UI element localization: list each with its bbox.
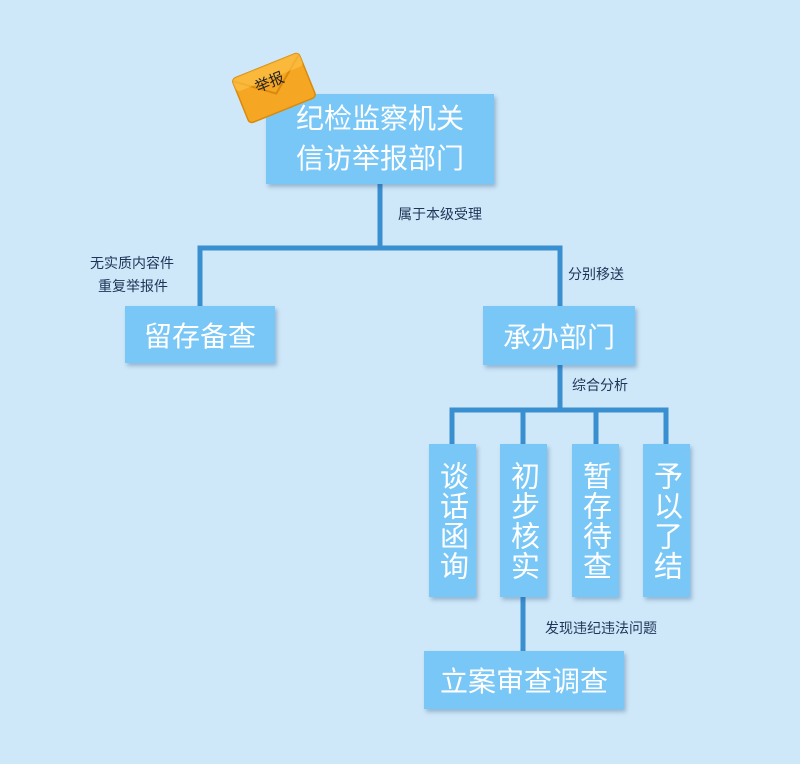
hold-node: 暂存待查 xyxy=(572,444,619,597)
envelope-icon: 举报 xyxy=(232,52,316,124)
verify-node: 初步核实 xyxy=(500,444,547,597)
root-node-line1: 纪检监察机关 xyxy=(295,102,464,135)
handling-node: 承办部门 xyxy=(483,306,635,365)
root-node-line2: 信访举报部门 xyxy=(295,142,464,175)
talk-node: 谈话函询 xyxy=(429,444,476,597)
close-node: 予以了结 xyxy=(643,444,690,597)
edge-label-no-content-line1: 无实质内容件 xyxy=(90,256,174,272)
archive-node: 留存备查 xyxy=(125,306,275,363)
case-node: 立案审查调查 xyxy=(424,651,624,709)
edge-label-analysis: 综合分析 xyxy=(572,378,628,394)
edge-label-violation: 发现违纪违法问题 xyxy=(545,621,657,637)
edge-label-no-content-line2: 重复举报件 xyxy=(98,279,168,295)
edge-label-level-accept: 属于本级受理 xyxy=(398,207,482,223)
root-node: 纪检监察机关 信访举报部门 xyxy=(266,94,494,184)
edge-label-transfer: 分别移送 xyxy=(568,267,624,283)
